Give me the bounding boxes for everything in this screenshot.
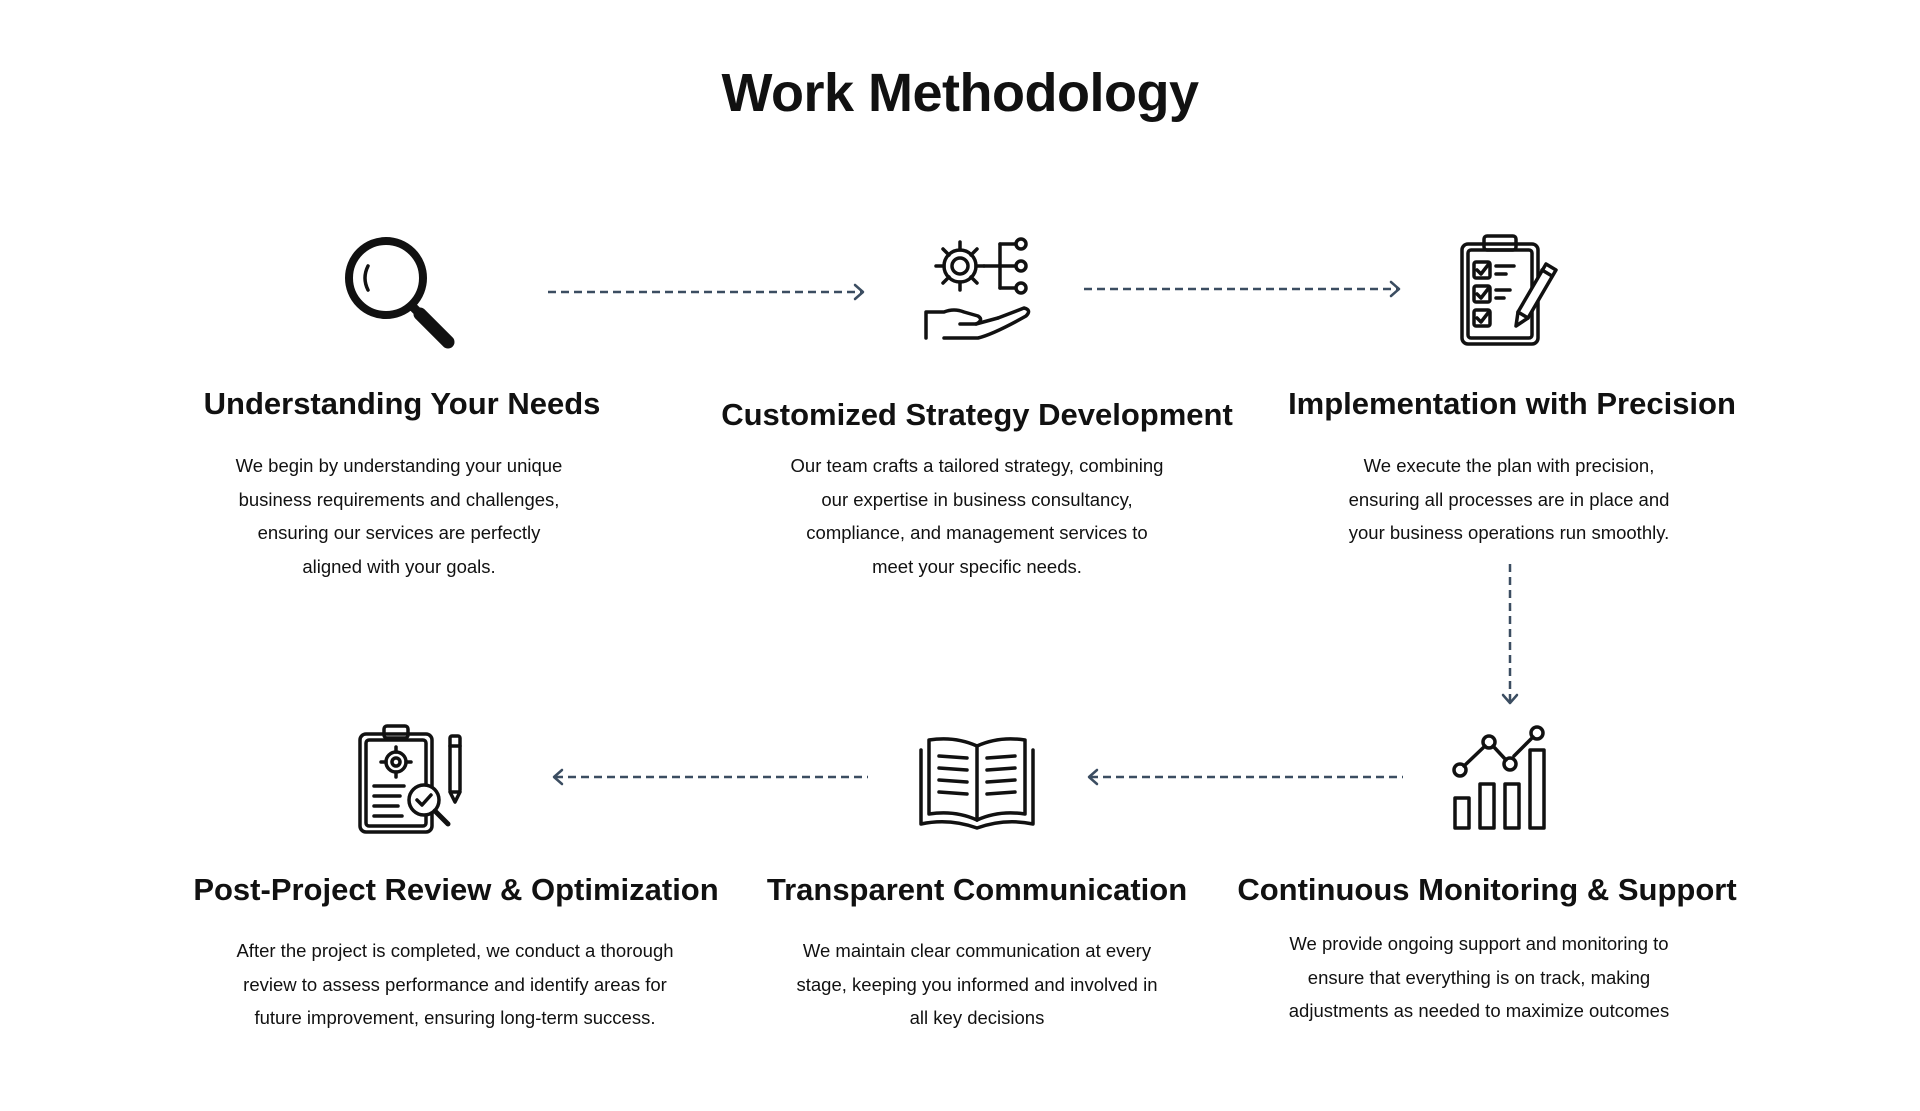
hand-gear-network-icon <box>918 228 1038 348</box>
step-description: Our team crafts a tailored strategy, com… <box>717 449 1237 583</box>
step-description: We execute the plan with precision, ensu… <box>1269 449 1749 550</box>
description-line: compliance, and management services to <box>806 522 1148 543</box>
report-review-icon <box>354 720 474 840</box>
description-line: future improvement, ensuring long-term s… <box>254 1007 656 1028</box>
clipboard-checklist-pencil-icon <box>1448 230 1568 350</box>
growth-chart-icon <box>1448 716 1568 836</box>
step-heading: Implementation with Precision <box>1288 386 1736 421</box>
step-description: We provide ongoing support and monitorin… <box>1219 927 1739 1028</box>
step-heading: Post-Project Review & Optimization <box>193 872 719 907</box>
step-heading: Customized Strategy Development <box>721 397 1233 432</box>
arrow-down-icon <box>1501 564 1519 705</box>
magnifier-icon <box>338 232 458 352</box>
description-line: review to assess performance and identif… <box>243 973 667 995</box>
step-heading: Transparent Communication <box>766 872 1188 907</box>
description-line: our expertise in business consultancy, <box>821 488 1133 510</box>
arrow-right-icon <box>1084 280 1401 298</box>
description-line: your business operations run smoothly. <box>1348 522 1670 543</box>
description-line: aligned with your goals. <box>302 555 496 577</box>
description-line: We maintain clear communication at every <box>802 940 1152 961</box>
description-line: Our team crafts a tailored strategy, com… <box>790 455 1164 476</box>
step-description: We begin by understanding your unique bu… <box>159 449 639 583</box>
description-line: adjustments as needed to maximize outcom… <box>1288 1000 1670 1021</box>
description-line: ensuring our services are perfectly <box>257 522 541 543</box>
arrow-left-icon <box>552 768 868 786</box>
description-line: ensure that everything is on track, maki… <box>1307 966 1651 988</box>
description-line: We provide ongoing support and monitorin… <box>1289 933 1669 954</box>
page-title: Work Methodology <box>721 63 1199 123</box>
description-line: We execute the plan with precision, <box>1363 455 1655 476</box>
step-description: After the project is completed, we condu… <box>175 934 735 1035</box>
description-line: meet your specific needs. <box>872 555 1082 577</box>
arrow-left-icon <box>1087 768 1403 786</box>
description-line: all key decisions <box>909 1007 1045 1028</box>
open-book-icon <box>917 716 1037 836</box>
description-line: We begin by understanding your unique <box>235 455 563 476</box>
description-line: stage, keeping you informed and involved… <box>796 973 1158 995</box>
description-line: After the project is completed, we condu… <box>236 940 674 961</box>
step-description: We maintain clear communication at every… <box>717 934 1237 1035</box>
step-heading: Understanding Your Needs <box>203 386 601 421</box>
description-line: business requirements and challenges, <box>238 488 560 510</box>
step-heading: Continuous Monitoring & Support <box>1237 872 1737 907</box>
arrow-right-icon <box>548 283 865 301</box>
description-line: ensuring all processes are in place and <box>1348 488 1670 510</box>
